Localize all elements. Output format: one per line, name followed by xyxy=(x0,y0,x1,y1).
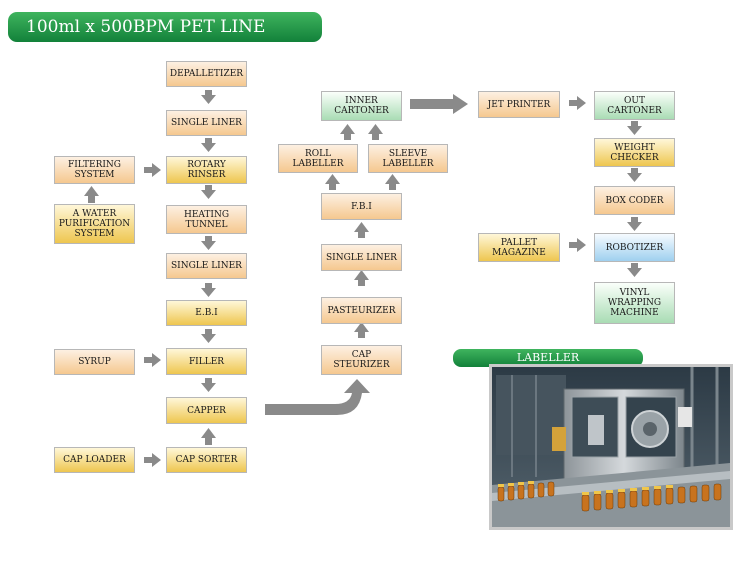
box-jet-printer: JET PRINTER xyxy=(478,91,560,118)
arrow-down xyxy=(627,217,642,231)
arrow-up xyxy=(84,186,99,203)
box-depalletizer: DEPALLETIZER xyxy=(166,61,247,87)
arrow-down xyxy=(201,378,216,392)
arrow-right xyxy=(569,96,586,110)
transfer-arrow xyxy=(265,379,370,415)
arrow-up xyxy=(385,174,400,190)
arrow-down xyxy=(201,283,216,297)
arrow-down xyxy=(201,236,216,250)
arrow-up xyxy=(368,124,383,140)
labeller-photo xyxy=(489,364,733,530)
box-single-liner-3: SINGLE LINER xyxy=(321,244,402,271)
box-pasteurizer: PASTEURIZER xyxy=(321,297,402,324)
arrow-up xyxy=(201,428,216,445)
box-cap-sorter: CAP SORTER xyxy=(166,447,247,473)
arrow-down xyxy=(201,185,216,199)
arrow-down xyxy=(627,168,642,182)
box-single-liner-1: SINGLE LINER xyxy=(166,110,247,136)
box-capper: CAPPER xyxy=(166,397,247,424)
arrow-right xyxy=(144,453,161,467)
labeller-machine-image xyxy=(492,367,730,527)
arrow-down xyxy=(201,329,216,343)
box-filler: FILLER xyxy=(166,348,247,375)
box-syrup: SYRUP xyxy=(54,349,135,375)
arrow-right xyxy=(144,163,161,177)
photo-caption: LABELLER xyxy=(453,349,643,367)
box-box-coder: BOX CODER xyxy=(594,186,675,215)
arrow-down xyxy=(201,90,216,104)
box-robotizer: ROBOTIZER xyxy=(594,233,675,262)
arrow-right xyxy=(144,353,161,367)
arrow-up xyxy=(354,270,369,286)
arrow-up xyxy=(340,124,355,140)
arrow-down xyxy=(627,263,642,277)
box-ebi: E.B.I xyxy=(166,300,247,326)
arrow-up xyxy=(325,174,340,190)
box-fbi: F.B.I xyxy=(321,193,402,220)
box-single-liner-2: SINGLE LINER xyxy=(166,253,247,279)
page-title: 100ml x 500BPM PET LINE xyxy=(8,12,322,42)
arrow-right xyxy=(410,94,468,114)
arrow-up xyxy=(354,222,369,238)
arrow-up xyxy=(354,322,369,338)
box-cap-loader: CAP LOADER xyxy=(54,447,135,473)
arrow-right xyxy=(569,238,586,252)
arrow-down xyxy=(627,121,642,135)
arrow-down xyxy=(201,138,216,152)
